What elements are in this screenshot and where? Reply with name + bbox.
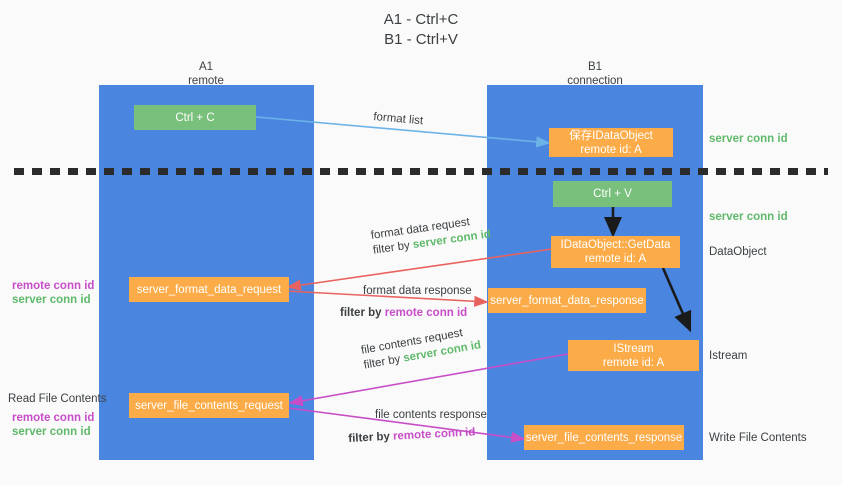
column-header-b1-name: B1 — [587, 61, 603, 73]
box-save-idataobject-line1: 保存IDataObject — [569, 129, 653, 142]
annotation-file-contents-response: file contents response — [375, 408, 487, 423]
filter-value-remote-conn-id: remote conn id — [392, 426, 476, 443]
box-getdata-line1: IDataObject::GetData — [560, 239, 671, 251]
box-istream-line1: IStream — [613, 342, 654, 355]
box-ctrl-c-label: Ctrl + C — [175, 111, 215, 124]
annotation-format-list: format list — [373, 110, 424, 129]
title-line-2: B1 - Ctrl+V — [384, 31, 458, 48]
column-header-a1: A1 remote — [126, 60, 286, 88]
left-label-server-conn-id-1: server conn id — [12, 294, 91, 306]
annotation-file-contents-request: file contents request filter by server c… — [360, 323, 482, 373]
box-idataobject-getdata[interactable]: IDataObject::GetData remote id: A — [551, 236, 680, 268]
box-server-format-data-response[interactable]: server_format_data_response — [488, 288, 646, 313]
filter-value-remote-conn-id: remote conn id — [384, 307, 468, 319]
box-server-format-data-request[interactable]: server_format_data_request — [129, 277, 289, 302]
diagram-title: A1 - Ctrl+C B1 - Ctrl+V — [0, 10, 842, 50]
box-ctrl-v[interactable]: Ctrl + V — [553, 181, 672, 207]
annotation-format-data-response-filter: filter by remote conn id — [340, 306, 467, 321]
box-getdata-line2: remote id: A — [584, 253, 647, 265]
left-label-remote-conn-id-2: remote conn id — [12, 412, 95, 424]
annotation-file-contents-response-text: file contents response — [375, 409, 487, 421]
filter-prefix: filter by — [372, 239, 414, 257]
box-ctrl-v-label: Ctrl + V — [593, 188, 632, 200]
box-istream-line2: remote id: A — [602, 356, 665, 369]
box-server-file-contents-response[interactable]: server_file_contents_response — [524, 425, 684, 450]
annotation-format-data-request: format data request filter by server con… — [370, 212, 492, 258]
column-header-a1-sub: remote — [188, 75, 224, 87]
box-server-format-data-request-label: server_format_data_request — [136, 283, 282, 296]
column-header-a1-name: A1 — [198, 61, 214, 73]
annotation-format-list-text: format list — [372, 110, 424, 128]
left-label-read-file-contents: Read File Contents — [8, 393, 107, 405]
left-label-remote-conn-id-1: remote conn id — [12, 280, 95, 292]
box-save-idataobject-line2: remote id: A — [580, 143, 642, 156]
phase-divider-dashed-line — [14, 168, 828, 175]
box-save-idataobject[interactable]: 保存IDataObject remote id: A — [549, 128, 673, 157]
right-label-server-conn-id-top: server conn id — [709, 133, 788, 145]
column-header-b1-sub: connection — [567, 75, 623, 87]
right-label-server-conn-id-mid: server conn id — [709, 211, 788, 223]
box-ctrl-c[interactable]: Ctrl + C — [134, 105, 256, 130]
box-server-format-data-response-label: server_format_data_response — [490, 294, 644, 307]
annotation-format-data-response: format data response — [363, 284, 472, 299]
box-server-file-contents-response-label: server_file_contents_response — [525, 431, 683, 444]
annotation-format-data-response-text: format data response — [363, 285, 472, 297]
filter-prefix: filter by — [340, 307, 385, 319]
box-server-file-contents-request-label: server_file_contents_request — [135, 399, 283, 412]
left-label-server-conn-id-2: server conn id — [12, 426, 91, 438]
annotation-file-contents-response-filter: filter by remote conn id — [348, 425, 476, 447]
right-label-dataobject: DataObject — [709, 246, 767, 258]
box-server-file-contents-request[interactable]: server_file_contents_request — [129, 393, 289, 418]
right-label-write-file-contents: Write File Contents — [709, 432, 807, 444]
column-header-b1: B1 connection — [515, 60, 675, 88]
box-istream[interactable]: IStream remote id: A — [568, 340, 699, 371]
filter-prefix: filter by — [348, 430, 394, 445]
title-line-1: A1 - Ctrl+C — [383, 11, 459, 28]
right-label-istream: Istream — [709, 350, 748, 362]
